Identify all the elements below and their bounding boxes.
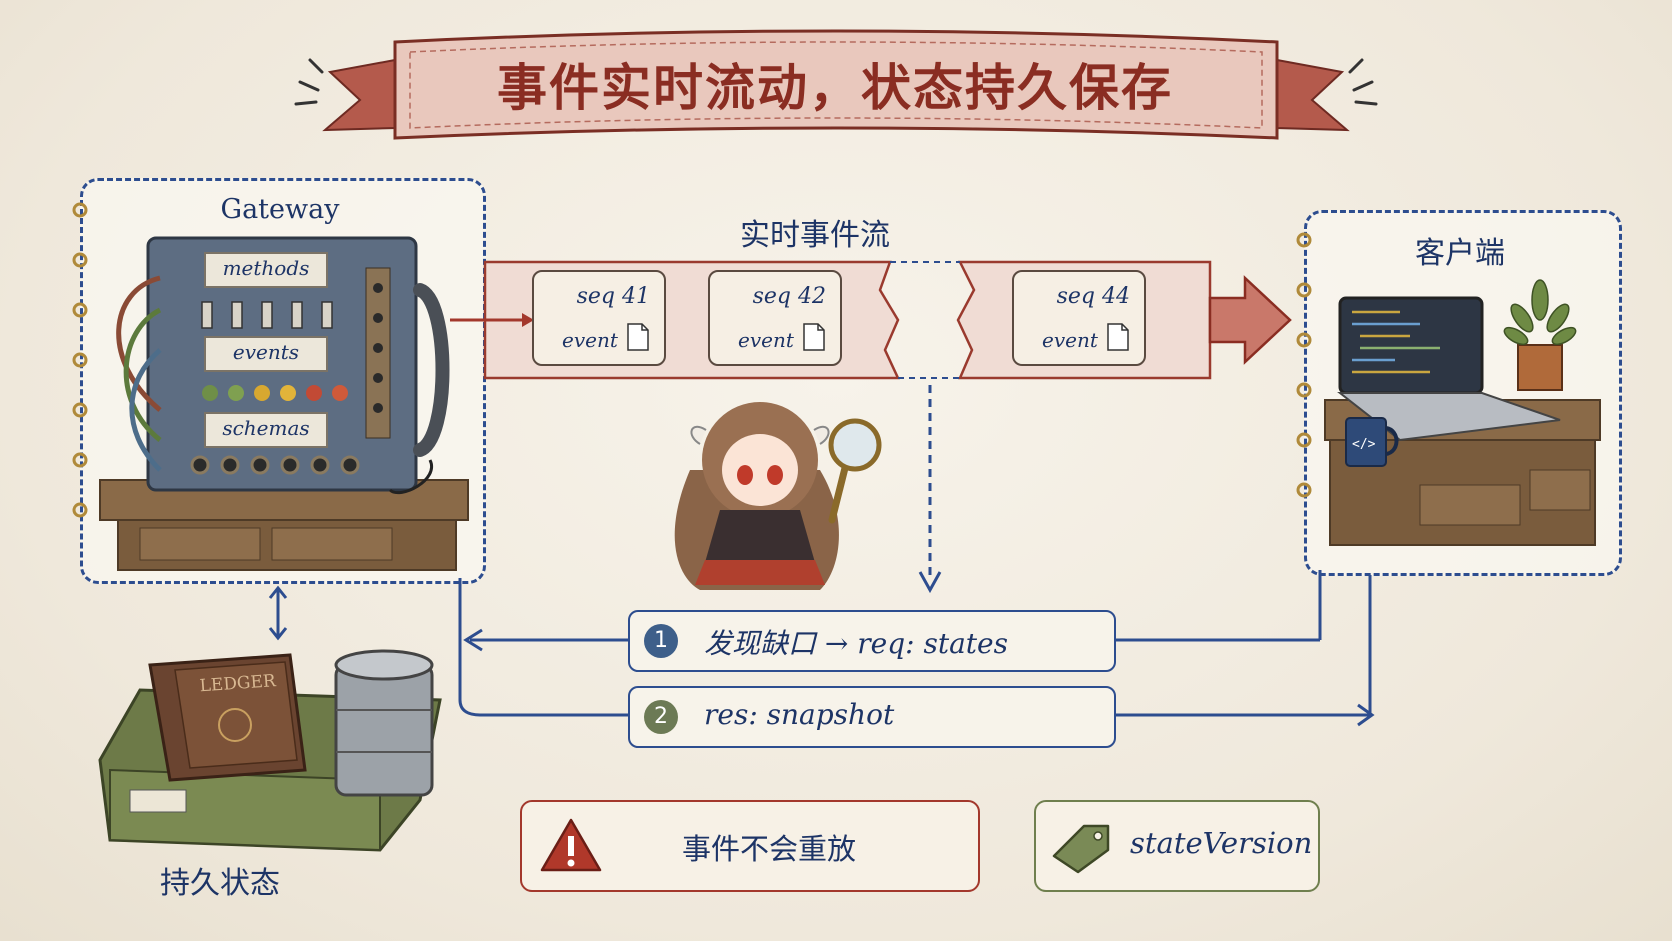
step-number-badge: 2 xyxy=(644,700,678,734)
event-seq: seq 42 xyxy=(752,284,826,309)
document-icon xyxy=(803,323,825,351)
step-gap-request: 1 发现缺口 → req: states xyxy=(628,610,1116,672)
tag-icon xyxy=(1052,824,1110,874)
step-text: res: snapshot xyxy=(704,698,895,731)
note-text: stateVersion xyxy=(1130,826,1313,860)
note-state-version: stateVersion xyxy=(1034,800,1320,892)
step-text: 发现缺口 → req: states xyxy=(704,627,1008,660)
plate-events: events xyxy=(232,340,300,364)
stream-label: 实时事件流 xyxy=(740,218,890,253)
warning-icon xyxy=(540,818,602,872)
event-seq: seq 41 xyxy=(576,284,650,309)
event-type: event xyxy=(738,328,794,352)
event-seq: seq 44 xyxy=(1056,284,1130,309)
gateway-label: Gateway xyxy=(220,194,340,225)
event-card: seq 44 event xyxy=(1012,270,1146,366)
note-text: 事件不会重放 xyxy=(682,832,857,866)
event-type: event xyxy=(562,328,618,352)
event-card: seq 41 event xyxy=(532,270,666,366)
svg-text:</>: </> xyxy=(1352,437,1376,452)
step-snapshot-response: 2 res: snapshot xyxy=(628,686,1116,748)
note-no-replay: 事件不会重放 xyxy=(520,800,980,892)
document-icon xyxy=(627,323,649,351)
client-label: 客户端 xyxy=(1415,236,1505,271)
persistent-state-label: 持久状态 xyxy=(160,866,280,901)
document-icon xyxy=(1107,323,1129,351)
step-number-badge: 1 xyxy=(644,624,678,658)
plate-methods: methods xyxy=(222,256,310,280)
event-card: seq 42 event xyxy=(708,270,842,366)
plate-schemas: schemas xyxy=(222,416,310,440)
page-title: 事件实时流动，状态持久保存 xyxy=(497,58,1173,117)
event-type: event xyxy=(1042,328,1098,352)
